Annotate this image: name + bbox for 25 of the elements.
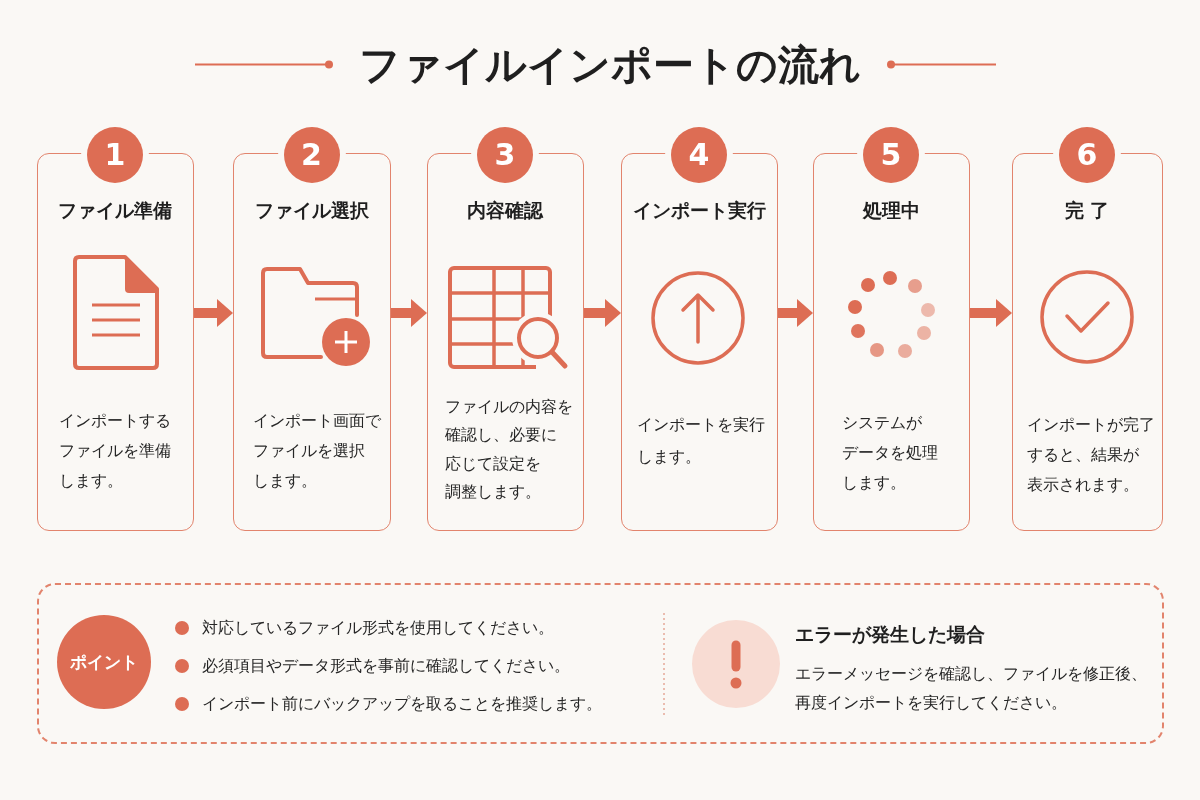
tip-text: 必須項目やデータ形式を事前に確認してください。 [202, 655, 570, 677]
step-title: 内容確認 [467, 197, 543, 222]
step-description: インポートするファイルを準備します。 [59, 409, 171, 492]
arrow [391, 299, 427, 327]
points-heading: ポイント [57, 615, 151, 709]
error-description: エラーメッセージを確認し、ファイルを修正後、再度インポートを実行してください。 [795, 663, 1147, 714]
step-description: インポートを実行します。 [637, 413, 765, 468]
step-description: システムがデータを処理します。 [842, 411, 938, 494]
tip-text: インポート前にバックアップを取ることを推奨します。 [202, 693, 602, 715]
arrow [970, 299, 1012, 327]
tip-text: 対応しているファイル形式を使用してください。 [202, 617, 554, 639]
step-title: ファイル選択 [254, 197, 369, 222]
step-title: ファイル準備 [58, 197, 172, 222]
arrow [778, 299, 813, 327]
tips-panel [37, 583, 1164, 744]
page-title: ファイルインポートの流れ [359, 40, 861, 91]
error-heading: エラーが発生した場合 [795, 622, 985, 646]
step-description: インポート画面でファイルを選択します。 [253, 409, 381, 492]
arrow [194, 299, 233, 327]
step-title: 完 了 [1064, 197, 1110, 222]
arrow [584, 299, 621, 327]
step-title: 処理中 [862, 197, 920, 222]
step-description: ファイルの内容を確認し、必要に応じて設定を調整します。 [445, 395, 573, 503]
step-description: インポートが完了すると、結果が表示されます。 [1027, 413, 1155, 496]
step-title: インポート実行 [632, 197, 766, 222]
